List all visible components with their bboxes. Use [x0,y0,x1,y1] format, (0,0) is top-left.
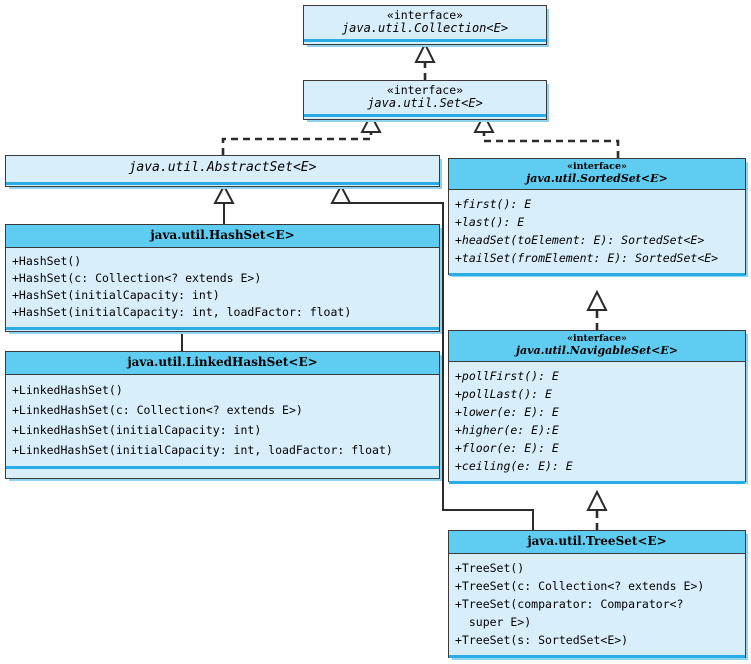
class-name-abstractset: java.util.AbstractSet<E> [128,160,317,175]
link-treeset-to-navigableset [586,489,608,530]
member-item: +TreeSet(comparator: Comparator<? [455,597,684,612]
class-box-hashset[interactable]: java.util.HashSet<E> +HashSet() +HashSet… [5,224,440,332]
member-list-sortedset: +first(): E +last(): E +headSet(toElemen… [449,189,745,276]
member-item: +LinkedHashSet(initialCapacity: int) [12,423,262,438]
member-item: +ceiling(e: E): E [455,458,573,473]
member-item: +LinkedHashSet() [12,383,123,398]
link-set-to-collection [414,41,436,80]
stereotype-label: «interface» [386,8,464,22]
member-item: super E>) [455,615,532,630]
stereotype-label: «interface» [386,83,464,97]
class-box-collection[interactable]: «interface» java.util.Collection<E> [303,5,547,45]
member-item: +pollFirst(): E [455,368,559,383]
link-navigableset-to-sortedset [586,289,608,330]
class-name-collection: java.util.Collection<E> [341,20,509,35]
class-header-sortedset: «interface» java.util.SortedSet<E> [449,159,745,190]
stereotype-label: «interface» [567,161,627,172]
link-sortedset-to-set [473,112,620,158]
class-box-navigableset[interactable]: «interface» java.util.NavigableSet<E> +p… [448,330,746,484]
member-item: +last(): E [455,214,525,229]
class-box-abstractset[interactable]: java.util.AbstractSet<E> [5,155,440,187]
class-name-navigableset: java.util.NavigableSet<E> [515,343,678,357]
member-item: +HashSet() [12,254,82,269]
class-header-collection: «interface» java.util.Collection<E> [304,6,546,43]
stereotype-label: «interface» [567,333,627,344]
member-list-linkedhashset: +LinkedHashSet() +LinkedHashSet(c: Colle… [6,375,439,470]
member-item: +HashSet(c: Collection<? extends E>) [12,271,262,286]
member-list-navigableset: +pollFirst(): E +pollLast(): E +lower(e:… [449,361,745,484]
class-name-linkedhashset: java.util.LinkedHashSet<E> [127,355,318,369]
member-list-hashset: +HashSet() +HashSet(c: Collection<? exte… [6,248,439,331]
member-item: +TreeSet() [455,561,525,576]
class-box-sortedset[interactable]: «interface» java.util.SortedSet<E> +firs… [448,158,746,276]
member-item: +LinkedHashSet(initialCapacity: int, loa… [12,443,393,458]
member-item: +LinkedHashSet(c: Collection<? extends E… [12,403,303,418]
member-item: +lower(e: E): E [455,404,559,419]
class-header-treeset: java.util.TreeSet<E> [449,531,745,555]
member-item: +first(): E [455,196,532,211]
class-name-sortedset: java.util.SortedSet<E> [526,171,668,185]
class-header-hashset: java.util.HashSet<E> [6,225,439,249]
class-header-set: «interface» java.util.Set<E> [304,81,546,118]
member-item: +TreeSet(s: SortedSet<E>) [455,633,629,648]
class-name-treeset: java.util.TreeSet<E> [527,534,667,548]
member-item: +headSet(toElement: E): SortedSet<E> [455,232,705,247]
link-abstractset-to-set [221,112,382,155]
class-box-linkedhashset[interactable]: java.util.LinkedHashSet<E> +LinkedHashSe… [5,351,440,479]
member-item: +HashSet(initialCapacity: int, loadFacto… [12,305,352,320]
member-item: +tailSet(fromElement: E): SortedSet<E> [455,250,719,265]
class-name-hashset: java.util.HashSet<E> [150,228,295,242]
member-list-treeset: +TreeSet() +TreeSet(c: Collection<? exte… [449,554,745,659]
link-hashset-to-abstractset [213,183,235,224]
class-box-set[interactable]: «interface» java.util.Set<E> [303,80,547,120]
class-name-set: java.util.Set<E> [367,95,483,110]
class-header-linkedhashset: java.util.LinkedHashSet<E> [6,352,439,376]
link-treeset-to-abstractset [330,183,534,530]
member-item: +floor(e: E): E [455,440,559,455]
class-header-navigableset: «interface» java.util.NavigableSet<E> [449,331,745,362]
member-item: +TreeSet(c: Collection<? extends E>) [455,579,705,594]
class-box-treeset[interactable]: java.util.TreeSet<E> +TreeSet() +TreeSet… [448,530,746,659]
member-item: +pollLast(): E [455,386,552,401]
class-header-abstractset: java.util.AbstractSet<E> [6,156,439,185]
member-item: +HashSet(initialCapacity: int) [12,288,220,303]
member-item: +higher(e: E):E [455,422,559,437]
